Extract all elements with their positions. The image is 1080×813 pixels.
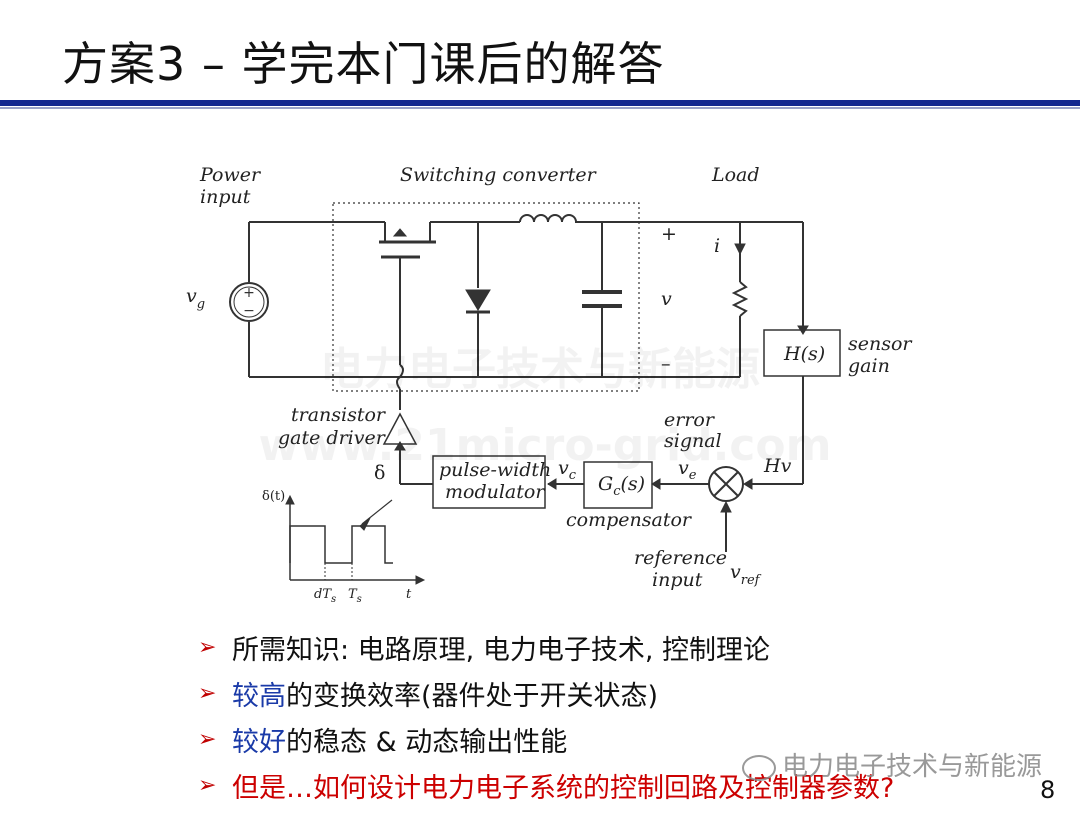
bullet-emphasis: 较好 xyxy=(232,726,286,758)
title-rule-shadow xyxy=(0,107,1080,109)
label-sensor-gain-2: gain xyxy=(848,355,890,377)
label-error-signal-2: signal xyxy=(664,430,722,452)
bullet-text: 的稳态 & 动态输出性能 xyxy=(286,726,568,758)
mosfet-arrow xyxy=(392,228,408,237)
wechat-icon xyxy=(742,754,776,781)
arrow-bullet-icon: ➢ xyxy=(198,634,217,660)
voltage-source: + − xyxy=(229,282,269,322)
bullet-text: 所需知识: 电路原理, 电力电子技术, 控制理论 xyxy=(232,634,771,666)
label-t: t xyxy=(406,587,412,602)
label-delta-t: δ(t) xyxy=(262,489,285,504)
corner-watermark-text: 电力电子技术与新能源 xyxy=(782,752,1043,782)
current-arrow xyxy=(734,243,746,256)
arrow-bullet-icon: ➢ xyxy=(198,680,217,706)
pwm-block xyxy=(432,455,546,509)
title-rule xyxy=(0,100,1080,106)
label-hv: Hv xyxy=(763,455,792,477)
label-error-signal-1: error xyxy=(664,409,716,431)
label-dts: dTs xyxy=(314,587,336,605)
pulse-waveform xyxy=(289,525,393,564)
bg-watermark-cn: 电力电子技术与新能源 xyxy=(320,344,760,395)
label-transistor-2: gate driver xyxy=(278,427,387,449)
label-power-input-1: Power xyxy=(199,164,262,186)
label-reference-2: input xyxy=(652,569,703,591)
svg-text:+: + xyxy=(243,285,255,301)
label-minus: – xyxy=(661,353,671,375)
bullet-text: 的变换效率(器件处于开关状态) xyxy=(286,680,659,712)
page-number: 8 xyxy=(1040,776,1056,804)
bullet-item-knowledge: ➢ 所需知识: 电路原理, 电力电子技术, 控制理论 xyxy=(198,624,1058,670)
label-transistor-1: transistor xyxy=(291,404,387,426)
label-current-i: i xyxy=(714,235,720,257)
bullet-item-question: ➢ 但是…如何设计电力电子系统的控制回路及控制器参数? xyxy=(198,762,1058,808)
bullet-item-performance: ➢ 较好 的稳态 & 动态输出性能 xyxy=(198,716,1058,762)
bullet-text: 但是…如何设计电力电子系统的控制回路及控制器参数? xyxy=(232,772,895,804)
label-vref: vref xyxy=(730,561,762,588)
bg-watermark-url: www.21micro-grid.com xyxy=(259,420,832,471)
load-resistor xyxy=(731,281,749,317)
label-sensor-gain-1: sensor xyxy=(848,333,913,355)
label-ts: Ts xyxy=(348,587,362,605)
label-delta: δ xyxy=(374,462,385,484)
label-v: v xyxy=(661,288,672,310)
slide-title: 方案3 – 学完本门课后的解答 xyxy=(62,37,665,91)
bullet-list: ➢ 所需知识: 电路原理, 电力电子技术, 控制理论 ➢ 较高 的变换效率(器件… xyxy=(198,624,1058,808)
svg-text:−: − xyxy=(243,303,255,319)
bullet-item-efficiency: ➢ 较高 的变换效率(器件处于开关状态) xyxy=(198,670,1058,716)
bullet-emphasis: 较高 xyxy=(232,680,286,712)
label-compensator: compensator xyxy=(566,509,693,531)
corner-watermark: 电力电子技术与新能源 xyxy=(742,746,1042,783)
label-switching-converter: Switching converter xyxy=(400,164,598,186)
label-ve: ve xyxy=(678,457,697,483)
label-power-input-2: input xyxy=(200,186,251,208)
control-loop-diagram: + − 电力电子技术与新能源 www.21micro-grid.com Powe… xyxy=(186,164,913,605)
label-vg: vg xyxy=(186,285,205,312)
label-reference-1: reference xyxy=(634,547,727,569)
arrow-bullet-icon: ➢ xyxy=(198,772,217,798)
converter-box xyxy=(332,202,640,392)
label-plus: + xyxy=(661,223,677,245)
label-gc: Gc(s) xyxy=(598,473,645,499)
diode xyxy=(465,289,491,311)
label-hs: H(s) xyxy=(783,343,825,365)
label-pwm-1: pulse-width xyxy=(439,459,551,481)
label-vc: vc xyxy=(558,457,577,483)
inductor xyxy=(519,214,577,223)
label-pwm-2: modulator xyxy=(445,481,546,503)
label-load: Load xyxy=(711,164,760,186)
arrow-bullet-icon: ➢ xyxy=(198,726,217,752)
